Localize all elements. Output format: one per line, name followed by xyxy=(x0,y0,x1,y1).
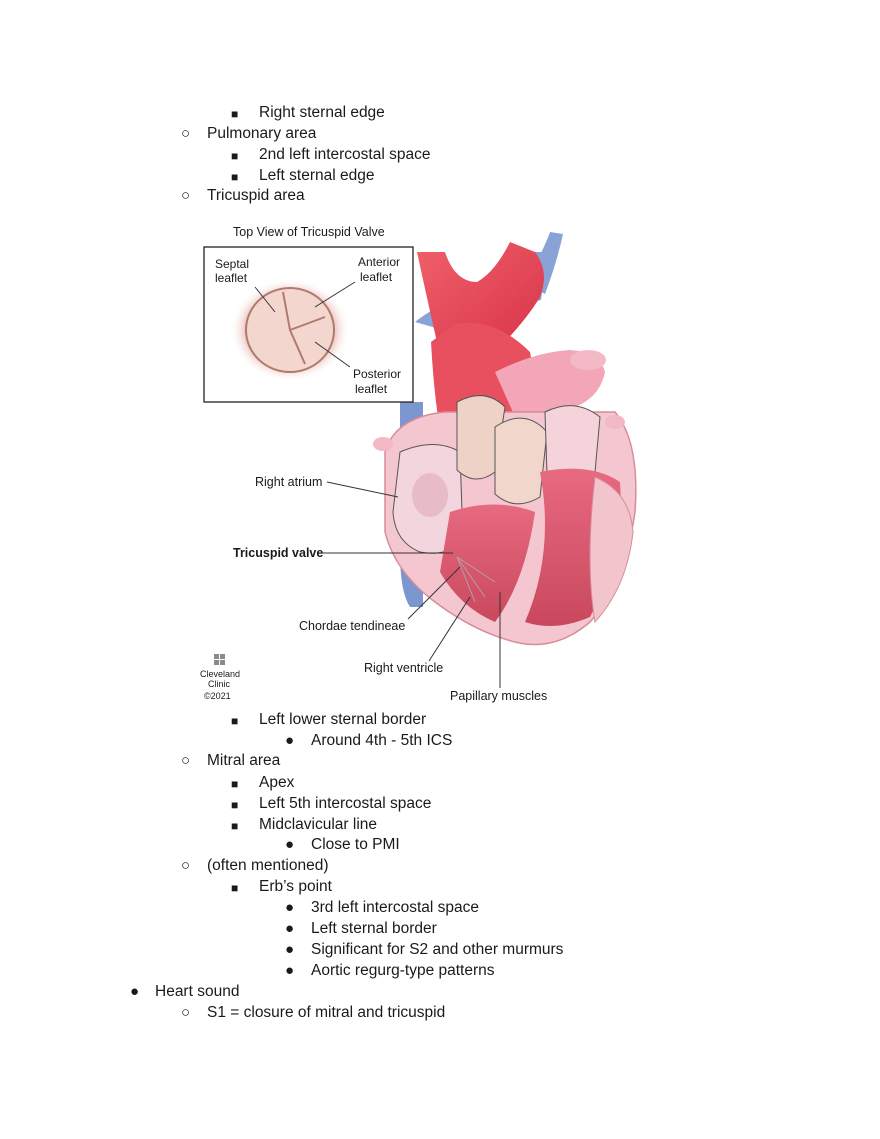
myocardium-shape xyxy=(589,476,634,624)
list-bullet: ○ xyxy=(181,187,191,204)
list-bullet: ● xyxy=(285,899,295,916)
tricuspid-valve-figure: Top View of Tricuspid Valve xyxy=(195,212,655,710)
inset-leader-lines xyxy=(254,281,356,368)
chordae-leader xyxy=(407,566,461,620)
list-bullet: ■ xyxy=(231,714,239,728)
pulmonary-branch-shape xyxy=(570,350,606,370)
list-bullet: ■ xyxy=(231,777,239,791)
inset-title: Top View of Tricuspid Valve xyxy=(233,225,385,239)
list-item: Midclavicular line xyxy=(259,816,378,833)
list-bullet: ■ xyxy=(231,881,239,895)
list-item: Close to PMI xyxy=(311,836,400,853)
list-bullet: ● xyxy=(285,920,295,937)
chordae-label: Chordae tendineae xyxy=(299,619,405,633)
cleveland-clinic-logo: Cleveland Clinic ©2021 xyxy=(200,654,240,701)
list-bullet: ● xyxy=(285,962,295,979)
list-bullet: ■ xyxy=(231,798,239,812)
right-atrium-label: Right atrium xyxy=(255,475,322,489)
list-item: Mitral area xyxy=(207,752,281,769)
logo-line-2: Clinic xyxy=(208,679,231,689)
list-item: Aortic regurg-type patterns xyxy=(311,962,495,979)
right-atrium-inner-shape xyxy=(412,473,448,517)
list-item: 3rd left intercostal space xyxy=(311,899,480,916)
valve-cup-shape xyxy=(494,417,548,505)
list-item: Left sternal edge xyxy=(259,167,375,184)
right-ventricle-leader xyxy=(428,596,471,662)
list-bullet: ○ xyxy=(181,125,191,142)
list-bullet: ■ xyxy=(231,149,239,163)
list-item: Pulmonary area xyxy=(207,125,317,142)
list-item: 2nd left intercostal space xyxy=(259,146,431,163)
list-item: Left lower sternal border xyxy=(259,711,427,728)
list-item: Right sternal edge xyxy=(259,104,385,121)
list-item: Tricuspid area xyxy=(207,187,305,204)
septal-label-2: leaflet xyxy=(215,271,248,285)
list-bullet: ■ xyxy=(231,819,239,833)
list-bullet: ● xyxy=(285,732,295,749)
list-item: Around 4th - 5th ICS xyxy=(311,732,453,749)
right-atrium-leader xyxy=(326,481,399,498)
heart-illustration: Top View of Tricuspid Valve xyxy=(200,225,637,703)
right-ventricle-shape xyxy=(440,504,535,622)
anterior-label: Anterior xyxy=(358,255,400,269)
list-bullet: ● xyxy=(285,941,295,958)
list-item: Apex xyxy=(259,774,295,791)
list-item: Erb’s point xyxy=(259,878,332,895)
logo-line-1: Cleveland xyxy=(200,669,240,679)
list-item: Significant for S2 and other murmurs xyxy=(311,941,564,958)
list-bullet: ○ xyxy=(181,857,191,874)
list-bullet: ○ xyxy=(181,1004,191,1021)
list-bullet: ■ xyxy=(231,107,239,121)
list-item: S1 = closure of mitral and tricuspid xyxy=(207,1004,446,1021)
right-ventricle-label: Right ventricle xyxy=(364,661,443,675)
list-bullet: ■ xyxy=(231,170,239,184)
list-item: Left 5th intercostal space xyxy=(259,795,432,812)
posterior-label-2: leaflet xyxy=(355,382,388,396)
septal-label: Septal xyxy=(215,257,249,271)
list-item: Heart sound xyxy=(155,983,240,1000)
chordae-shape xyxy=(456,556,496,603)
tricuspid-valve-label: Tricuspid valve xyxy=(233,546,323,560)
aorta-shape xyxy=(417,242,544,352)
papillary-label: Papillary muscles xyxy=(450,689,547,703)
posterior-label: Posterior xyxy=(353,367,401,381)
list-item: Left sternal border xyxy=(311,920,437,937)
list-bullet: ○ xyxy=(181,752,191,769)
logo-copyright: ©2021 xyxy=(204,691,231,701)
appendage-shape xyxy=(605,415,625,429)
list-item: (often mentioned) xyxy=(207,857,329,874)
leaflet-seams-shape xyxy=(282,291,326,365)
appendage-shape xyxy=(373,437,393,451)
list-bullet: ● xyxy=(285,836,295,853)
anterior-label-2: leaflet xyxy=(360,270,393,284)
list-bullet: ● xyxy=(130,983,140,1000)
